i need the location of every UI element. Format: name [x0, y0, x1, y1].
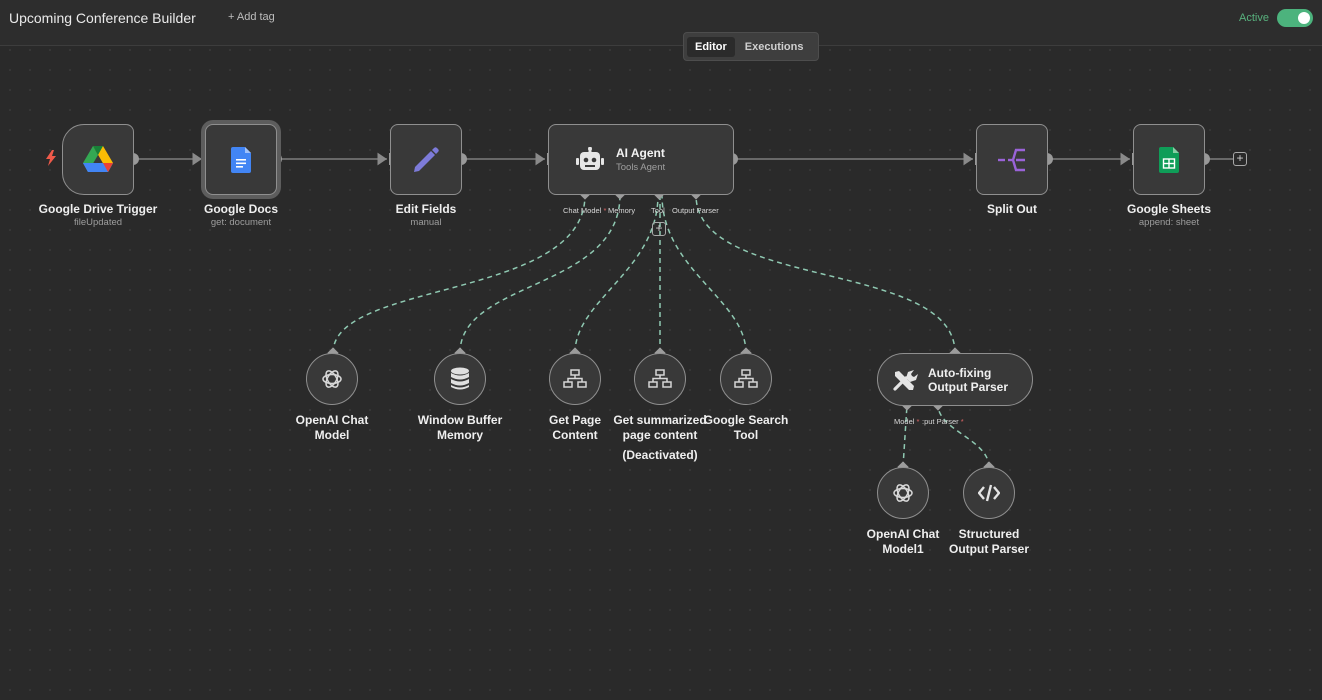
node-sublabel-drive: fileUpdated	[73, 217, 123, 228]
node-edit-fields[interactable]	[390, 124, 462, 195]
google-drive-icon	[83, 146, 113, 172]
port-label-chat-model-text: Chat Model	[563, 206, 602, 215]
sub-connection-openai[interactable]	[332, 194, 586, 354]
openai-icon	[322, 370, 342, 388]
node-get-summarized-page-content[interactable]	[634, 353, 686, 405]
add-node-button[interactable]: +	[1233, 152, 1247, 166]
port-label-chat-model: Chat Model *	[563, 206, 606, 215]
node-sublabel-sheets: append: sheet	[1138, 217, 1200, 228]
split-out-icon	[998, 148, 1025, 171]
node-get-page-content[interactable]	[549, 353, 601, 405]
node-google-search-tool[interactable]	[720, 353, 772, 405]
sub-connection-openai1[interactable]	[902, 404, 908, 468]
sub-connection-memory[interactable]	[459, 194, 621, 354]
active-toggle[interactable]	[1277, 9, 1313, 27]
node-label-agent: AI Agent	[616, 146, 665, 160]
node-label-edit: Edit Fields	[395, 202, 457, 216]
robot-icon	[576, 146, 604, 170]
port-label-model-text: Model	[894, 417, 915, 426]
node-split-out[interactable]	[976, 124, 1048, 195]
node-google-docs[interactable]	[205, 124, 277, 195]
tab-editor[interactable]: Editor	[687, 36, 735, 57]
port-label-autofix-parser: :put Parser *	[922, 417, 964, 426]
node-sublabel-docs: get: document	[210, 217, 272, 228]
node-openai-chat-model[interactable]	[306, 353, 358, 405]
node-structured-output-parser[interactable]	[963, 467, 1015, 519]
port-label-autofix-model: Model *	[894, 417, 919, 426]
trigger-bolt-icon	[46, 150, 56, 166]
add-tool-button[interactable]: +	[652, 222, 666, 236]
sub-connection-structured[interactable]	[937, 404, 990, 468]
node-label-split: Split Out	[987, 202, 1037, 216]
code-icon	[978, 484, 1000, 502]
google-docs-icon	[231, 146, 251, 173]
port-label-memory: Memory	[608, 206, 636, 215]
port-label-parser-text: :put Parser	[922, 417, 959, 426]
active-label: Active	[1239, 12, 1269, 24]
sitemap-icon	[563, 369, 587, 388]
pencil-icon	[414, 146, 439, 172]
tools-icon	[893, 369, 918, 391]
google-sheets-icon	[1159, 146, 1179, 173]
database-icon	[451, 367, 469, 390]
required-mark: *	[916, 417, 920, 426]
node-note-deactivated: (Deactivated)	[622, 448, 698, 462]
required-mark: *	[603, 206, 607, 215]
node-google-drive-trigger[interactable]	[62, 124, 134, 195]
node-sublabel-agent: Tools Agent	[616, 162, 666, 173]
node-label-sheets: Google Sheets	[1126, 202, 1212, 216]
port-label-tool: Tool	[651, 206, 665, 215]
sitemap-icon	[648, 369, 672, 388]
active-status: Active	[1239, 9, 1313, 27]
sub-connections	[332, 194, 990, 468]
sub-connection-autofix[interactable]	[695, 194, 956, 354]
top-bar: Upcoming Conference Builder + Add tag Ac…	[0, 0, 1322, 46]
sub-connection-getpage[interactable]	[574, 194, 659, 354]
node-sublabel-edit: manual	[410, 217, 442, 228]
node-ai-agent[interactable]: AI Agent Tools Agent	[548, 124, 734, 195]
tab-executions[interactable]: Executions	[744, 40, 804, 53]
required-mark: *	[960, 417, 964, 426]
node-label-docs: Google Docs	[203, 202, 279, 216]
workflow-title[interactable]: Upcoming Conference Builder	[9, 10, 196, 26]
agent-text: AI Agent Tools Agent	[616, 146, 665, 173]
node-window-buffer-memory[interactable]	[434, 353, 486, 405]
node-label-drive: Google Drive Trigger	[38, 202, 158, 216]
sub-connection-gsearch[interactable]	[661, 194, 747, 354]
openai-icon	[893, 484, 913, 502]
view-tabs: Editor Executions	[683, 32, 819, 61]
toggle-knob	[1298, 12, 1310, 24]
add-tag-button[interactable]: + Add tag	[228, 11, 275, 23]
node-openai-chat-model1[interactable]	[877, 467, 929, 519]
port-label-output-parser: Output Parser	[672, 206, 719, 215]
node-google-sheets[interactable]	[1133, 124, 1205, 195]
sitemap-icon	[734, 369, 758, 388]
